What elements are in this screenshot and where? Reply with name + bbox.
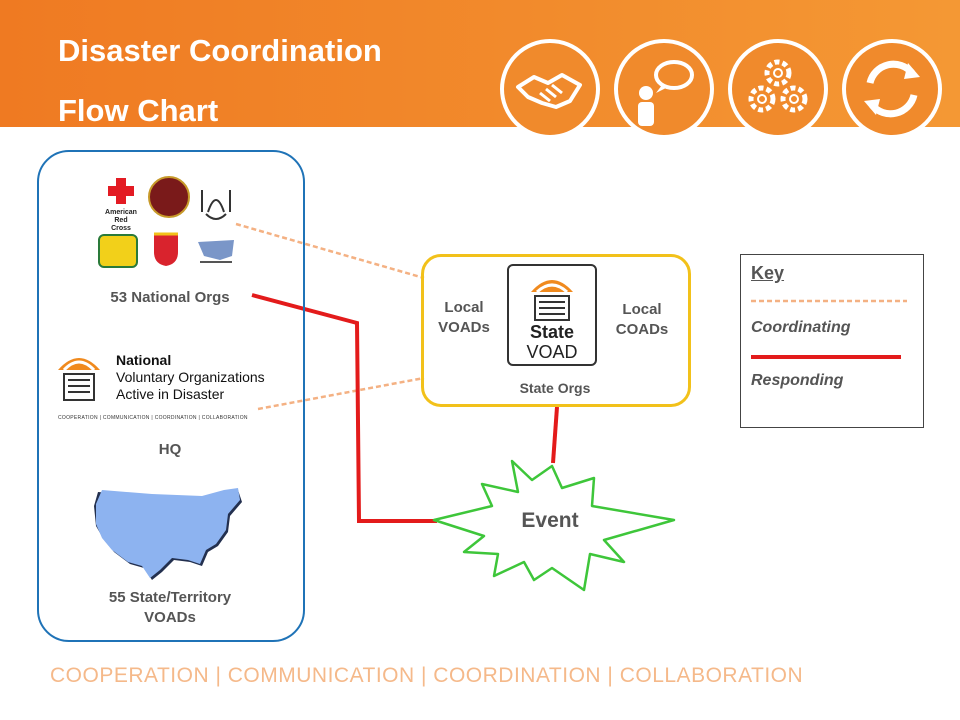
event-starburst-shape <box>432 459 676 592</box>
salvation-army-logo <box>150 230 182 268</box>
responding-line-state-to-event <box>551 406 559 464</box>
coordinating-legend-swatch <box>751 299 907 303</box>
disaster-relief-logo <box>98 234 138 268</box>
state-territory-label-line1: 55 State/Territory <box>108 589 232 606</box>
key-title: Key <box>751 263 785 283</box>
responding-legend-label: Responding <box>751 372 844 389</box>
coordinating-line-national <box>235 222 425 280</box>
national-orgs-label: 53 National Orgs <box>110 289 230 306</box>
page-title-line2: Flow Chart <box>58 93 219 128</box>
responding-legend-swatch <box>751 355 901 359</box>
humane-society-logo <box>194 234 238 266</box>
national-orgs-panel <box>37 150 305 642</box>
event-starburst <box>432 459 676 592</box>
key-legend-box: Key Coordinating Responding <box>740 254 924 428</box>
event-label: Event <box>521 509 579 532</box>
adventist-logo <box>148 176 190 218</box>
state-voad-logo: State VOAD <box>507 264 597 366</box>
gears-icon <box>728 39 828 139</box>
hq-label: HQ <box>158 441 182 458</box>
islamic-relief-logo <box>198 172 234 224</box>
coordinating-line-hq <box>257 376 425 411</box>
state-voad-logo-line2: VOAD <box>526 342 578 362</box>
state-orgs-label: State Orgs <box>519 380 591 396</box>
coordinating-legend-label: Coordinating <box>751 319 851 336</box>
page-title-line1: Disaster Coordination <box>58 33 382 68</box>
state-orgs-box <box>421 254 691 407</box>
recycle-arrows-icon <box>842 39 942 139</box>
nvoad-logo-line3: Active in Disaster <box>116 386 225 402</box>
nvoad-logo-line1: National <box>116 352 172 368</box>
nvoad-logo-tagline: COOPERATION | COMMUNICATION | COORDINATI… <box>58 415 248 421</box>
nvoad-logo-line2: Voluntary Organizations <box>116 369 265 385</box>
handshake-icon <box>500 39 600 139</box>
speech-bubble-person-icon <box>614 39 714 139</box>
state-territory-label: 55 State/Territory VOADs <box>80 588 260 628</box>
local-coads-label: Local COADs <box>615 301 669 338</box>
footer-tagline: COOPERATION | COMMUNICATION | COORDINATI… <box>50 664 804 687</box>
nvoad-logo: National Voluntary Organizations Active … <box>54 350 290 426</box>
us-map-image <box>90 488 246 584</box>
state-voad-logo-line1: State <box>529 322 574 342</box>
local-voads-label: Local VOADs <box>438 299 490 336</box>
state-territory-label-line2: VOADs <box>144 609 196 626</box>
